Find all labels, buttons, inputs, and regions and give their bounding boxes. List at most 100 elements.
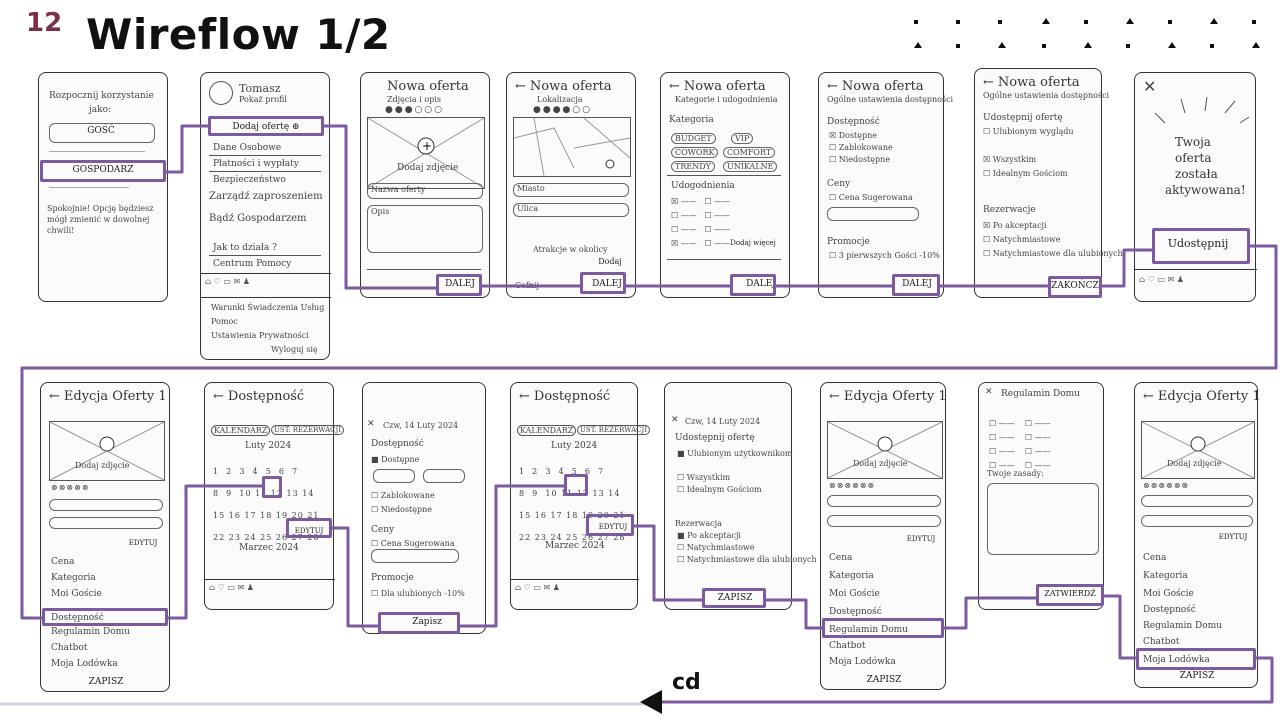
menu-item[interactable]: Dostępność xyxy=(829,607,882,617)
tab-calendar[interactable]: KALENDARZ xyxy=(211,425,271,436)
promo-option[interactable]: ☐ Dla ulubionych -10% xyxy=(371,589,465,598)
photo-placeholder[interactable] xyxy=(49,421,165,481)
menu-item[interactable]: Kategoria xyxy=(1143,571,1188,581)
save-button[interactable]: ZAPISZ xyxy=(1179,671,1215,681)
menu-item[interactable]: Moi Goście xyxy=(1143,589,1194,599)
booking-option[interactable]: ☐ Natychmiastowe xyxy=(983,235,1061,244)
share-option[interactable]: ☒ Wszystkim xyxy=(983,155,1037,164)
edit-button[interactable]: EDYTUJ xyxy=(1218,533,1248,541)
menu-item[interactable]: Chatbot xyxy=(1143,637,1180,647)
share-option[interactable]: ■ Ulubionym użytkownikom xyxy=(677,449,793,458)
price-option[interactable]: ☐ Cena Sugerowana xyxy=(829,193,913,202)
booking-option[interactable]: ☐ Natychmiastowe xyxy=(677,543,755,552)
save-button[interactable]: ZAPISZ xyxy=(88,677,124,687)
availability-option[interactable]: ☐ Zablokowane xyxy=(829,143,893,152)
category-chip[interactable]: UNIKALNE xyxy=(723,161,778,172)
menu-item[interactable]: Kategoria xyxy=(51,573,96,583)
menu-item[interactable]: Chatbot xyxy=(829,641,866,651)
menu-item[interactable]: Zarządź zaproszeniem xyxy=(209,191,323,202)
availability-option[interactable]: ☐ Niedostępne xyxy=(371,505,433,514)
category-chip[interactable]: TRENDY xyxy=(671,161,715,172)
back-button[interactable]: Cofnij xyxy=(515,281,540,290)
availability-option[interactable]: ☒ Dostępne xyxy=(829,131,878,140)
photo-placeholder[interactable] xyxy=(827,421,943,479)
logout-link[interactable]: Wyloguj się xyxy=(271,345,318,354)
menu-item[interactable]: Moi Goście xyxy=(51,589,102,599)
booking-option[interactable]: ☒ Po akceptacji xyxy=(983,221,1047,230)
rules-checklist[interactable]: ☐ —— ☐ ——☐ —— ☐ ——☐ —— ☐ ——☐ —— ☐ —— xyxy=(989,419,1051,470)
save-button[interactable]: Zapisz xyxy=(412,617,442,627)
booking-option[interactable]: ■ Po akceptacji xyxy=(677,531,741,540)
map-placeholder[interactable] xyxy=(513,117,631,177)
share-option[interactable]: ☐ Idealnym Gościom xyxy=(983,169,1068,178)
category-chip[interactable]: COMFORT xyxy=(723,147,776,158)
menu-item[interactable]: Moja Lodówka xyxy=(51,659,118,669)
add-more-button[interactable]: Dodaj więcej xyxy=(730,239,776,247)
close-icon[interactable]: ✕ xyxy=(1143,77,1157,96)
menu-item[interactable]: Dane Osobowe xyxy=(213,143,282,153)
category-chip[interactable]: COWORK xyxy=(671,147,719,158)
menu-item[interactable]: Regulamin Domu xyxy=(51,627,130,637)
bottom-nav[interactable]: ⌂ ♡ ▭ ✉ ♟ xyxy=(515,583,560,592)
show-profile-link[interactable]: Pokaż profil xyxy=(239,95,287,104)
menu-item[interactable]: Moja Lodówka xyxy=(829,657,896,667)
menu-item[interactable]: Pomoc xyxy=(211,317,238,326)
photo-thumbs[interactable]: ⊗⊗⊗⊗⊗ xyxy=(51,483,90,492)
edit-button[interactable]: EDYTUJ xyxy=(906,535,936,543)
description-field[interactable]: Opis xyxy=(371,207,390,216)
menu-item[interactable]: Kategoria xyxy=(829,571,874,581)
category-chip[interactable]: BUDGET xyxy=(671,133,716,144)
add-offer-button[interactable]: Dodaj ofertę ⊕ xyxy=(232,122,300,132)
menu-item[interactable]: Płatności i wypłaty xyxy=(213,159,299,169)
close-icon[interactable]: ✕ xyxy=(367,419,375,429)
menu-item[interactable]: Bezpieczeństwo xyxy=(213,175,286,185)
close-icon[interactable]: ✕ xyxy=(671,415,679,425)
tab-booking-settings[interactable]: UST. REZERWACJI xyxy=(577,425,651,435)
menu-item[interactable]: Dostępność xyxy=(1143,605,1196,615)
bottom-nav[interactable]: ⌂ ♡ ▭ ✉ ♟ xyxy=(209,583,254,592)
close-icon[interactable]: ✕ xyxy=(985,387,993,397)
menu-item[interactable]: Regulamin Domu xyxy=(829,625,908,635)
photo-thumbs[interactable]: ⊗⊗⊗⊗⊗⊗ xyxy=(1143,481,1190,490)
tab-booking-settings[interactable]: UST. REZERWACJI xyxy=(271,425,345,435)
booking-option[interactable]: ☐ Natychmiastowe dla ulubionych xyxy=(677,555,817,564)
menu-item[interactable]: Cena xyxy=(51,557,75,567)
menu-item[interactable]: Warunki Świadczenia Usług xyxy=(211,303,325,312)
menu-item[interactable]: Cena xyxy=(829,553,853,563)
menu-item[interactable]: Cena xyxy=(1143,553,1167,563)
menu-item[interactable]: Centrum Pomocy xyxy=(213,259,292,269)
share-option[interactable]: ☐ Ulubionym wyglądu xyxy=(983,127,1074,136)
host-button[interactable]: GOSPODARZ xyxy=(72,165,134,175)
booking-option[interactable]: ☐ Natychmiastowe dla ulubionych xyxy=(983,249,1123,258)
menu-item[interactable]: Chatbot xyxy=(51,643,88,653)
custom-rules-field[interactable] xyxy=(987,483,1099,555)
tab-calendar[interactable]: KALENDARZ xyxy=(517,425,577,436)
share-option[interactable]: ☐ Wszystkim xyxy=(677,473,731,482)
availability-option[interactable]: ☐ Zablokowane xyxy=(371,491,435,500)
promo-option[interactable]: ☐ 3 pierwszych Gości -10% xyxy=(829,251,940,260)
photo-placeholder[interactable] xyxy=(1141,421,1255,479)
availability-option[interactable]: ■ Dostępne xyxy=(371,455,420,464)
save-button[interactable]: ZAPISZ xyxy=(866,675,902,685)
amenities-checklist[interactable]: ☒ —— ☐ ——☐ —— ☐ ——☐ —— ☐ ——☒ —— ☐ —— xyxy=(671,197,731,248)
screen-title: ←Nowa oferta xyxy=(983,75,1080,90)
guest-button[interactable]: GOŚĆ xyxy=(87,126,115,136)
photo-placeholder[interactable]: + xyxy=(367,117,485,189)
city-field[interactable]: Miasto xyxy=(517,184,545,193)
photo-thumbs[interactable]: ⊗⊗⊗⊗⊗⊗ xyxy=(829,481,876,490)
bottom-nav[interactable]: ⌂ ♡ ▭ ✉ ♟ xyxy=(205,277,250,286)
menu-item[interactable]: Ustawienia Prywatności xyxy=(211,331,309,340)
availability-option[interactable]: ☐ Niedostępne xyxy=(829,155,891,164)
price-option[interactable]: ☐ Cena Sugerowana xyxy=(371,539,455,548)
category-chip[interactable]: VIP xyxy=(731,133,754,144)
add-attraction-button[interactable]: Dodaj xyxy=(598,257,622,266)
menu-item[interactable]: Bądź Gospodarzem xyxy=(209,213,307,224)
menu-item[interactable]: Jak to działa ? xyxy=(213,243,277,253)
bottom-nav[interactable]: ⌂ ♡ ▭ ✉ ♟ xyxy=(1139,275,1184,284)
menu-item[interactable]: Regulamin Domu xyxy=(1143,621,1222,631)
edit-button[interactable]: EDYTUJ xyxy=(128,539,158,547)
share-option[interactable]: ☐ Idealnym Gościom xyxy=(677,485,762,494)
offer-name-field[interactable]: Nazwa oferty xyxy=(371,185,426,194)
menu-item[interactable]: Moi Goście xyxy=(829,589,880,599)
street-field[interactable]: Ulica xyxy=(517,204,539,213)
